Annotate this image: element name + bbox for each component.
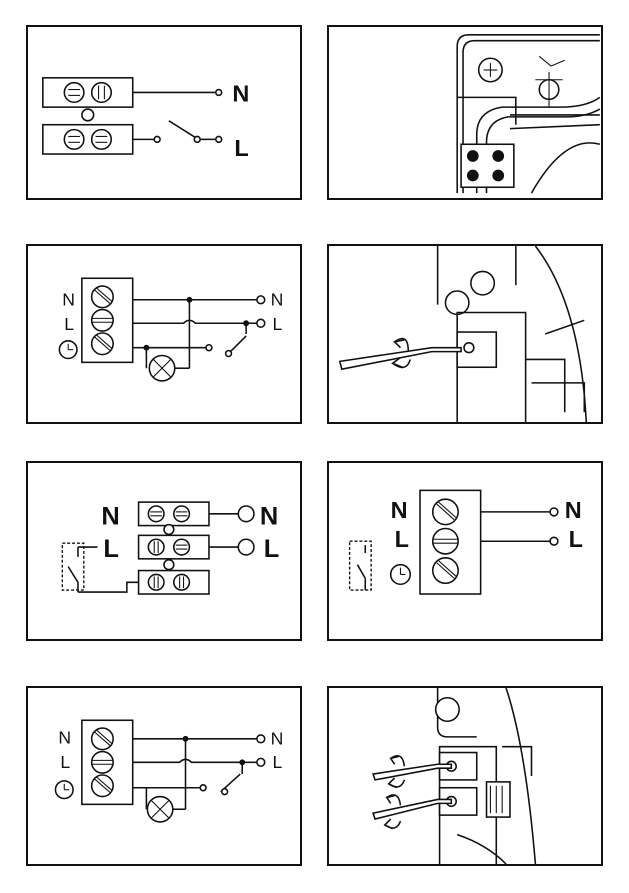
label-live-left: L: [60, 752, 70, 772]
label-neutral-left: N: [62, 290, 75, 310]
label-neutral-left: N: [391, 497, 408, 523]
label-neutral-left: N: [58, 728, 71, 748]
terminal-block-diagram: N L: [28, 27, 300, 198]
label-live-left: L: [103, 535, 119, 563]
label-live-right: L: [273, 752, 283, 772]
label-neutral-left: N: [101, 503, 119, 531]
two-screwdrivers-illustration: [329, 688, 601, 864]
clock-icon: [55, 781, 73, 799]
label-live-left: L: [395, 526, 409, 552]
timer-lamp-switch-diagram: N L N L: [28, 246, 300, 422]
label-neutral: N: [232, 80, 249, 106]
label-neutral-right: N: [260, 503, 278, 531]
panel-timer-lamp-switch-wiring-2: N L N L: [26, 686, 302, 866]
panel-timer-switch-wiring: N L N L: [327, 461, 603, 641]
panel-terminal-switch-wiring: N L N L: [26, 461, 302, 641]
panel-terminal-connection-illustration: [327, 25, 603, 200]
label-live-right: L: [569, 526, 583, 552]
label-live: L: [234, 135, 248, 161]
timer-switch-diagram: N L N L: [329, 463, 601, 639]
panel-terminal-block-wiring: N L: [26, 25, 302, 200]
terminal-switch-diagram: N L N L: [28, 463, 300, 639]
timer-lamp-switch-diagram-2: N L N L: [28, 688, 300, 864]
label-neutral-right: N: [271, 729, 284, 749]
label-live-right: L: [273, 314, 283, 334]
panel-two-screwdrivers-illustration: [327, 686, 603, 866]
label-neutral-right: N: [565, 497, 582, 523]
screwdriver-illustration: [329, 246, 601, 422]
panel-screwdriver-illustration: [327, 244, 603, 424]
label-live-right: L: [264, 535, 280, 563]
label-neutral-right: N: [271, 290, 284, 310]
panel-timer-lamp-switch-wiring: N L N L: [26, 244, 302, 424]
label-live-left: L: [64, 314, 74, 334]
terminal-connection-illustration: [329, 27, 601, 198]
